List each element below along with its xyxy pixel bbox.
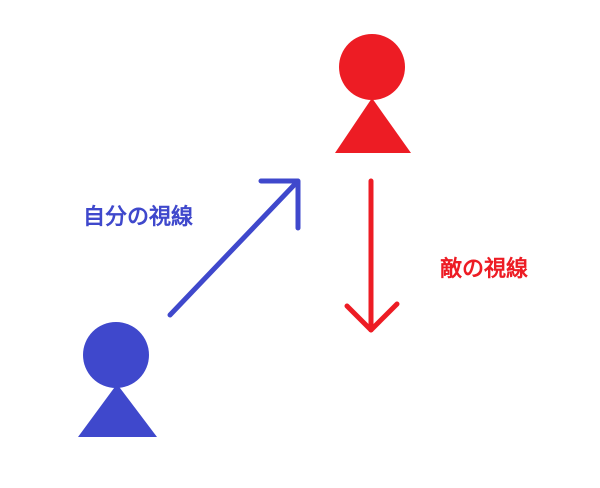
self-sight-label: 自分の視線 xyxy=(83,205,194,230)
enemy-sight-label: 敵の視線 xyxy=(440,257,529,282)
self-sight-arrow-icon xyxy=(167,178,301,318)
self-body xyxy=(78,384,157,437)
enemy-sight-arrow-icon xyxy=(344,178,400,333)
enemy-figure xyxy=(335,34,411,153)
enemy-body xyxy=(335,98,411,153)
self-figure xyxy=(78,322,157,437)
self-head xyxy=(83,322,149,388)
enemy-head xyxy=(339,34,405,100)
